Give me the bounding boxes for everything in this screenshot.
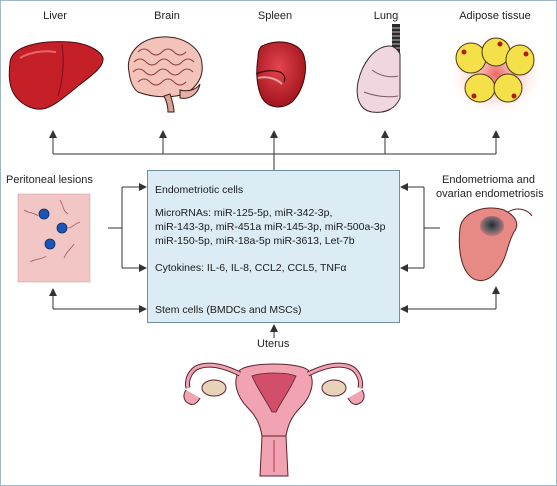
peritoneal-label: Peritoneal lesions <box>6 174 93 186</box>
top-arrows <box>49 130 500 170</box>
endometrioma-icon <box>458 207 533 281</box>
stem-cells-line: Stem cells (BMDCs and MSCs) <box>155 304 302 316</box>
micrornas-line-1: MicroRNAs: miR-125-5p, miR-342-3p, <box>155 207 333 219</box>
left-arrows <box>49 183 147 313</box>
micrornas-line-2: miR-143-3p, miR-451a miR-145-3p, miR-500… <box>155 221 386 233</box>
brain-label: Brain <box>154 10 180 22</box>
liver-icon <box>8 41 104 110</box>
endometrioma-label-line1: Endometrioma and <box>442 174 535 186</box>
brain-icon <box>127 36 203 113</box>
liver-label: Liver <box>43 10 67 22</box>
box-title: Endometriotic cells <box>155 184 244 196</box>
adipose-icon <box>446 30 546 118</box>
lung-icon <box>356 24 401 113</box>
uterus-icon <box>183 362 365 477</box>
cytokines-line: Cytokines: IL-6, IL-8, CCL2, CCL5, TNFα <box>155 262 347 274</box>
adipose-label: Adipose tissue <box>459 10 531 22</box>
uterus-label: Uterus <box>257 338 290 350</box>
spleen-label: Spleen <box>257 10 293 22</box>
right-arrows <box>400 183 500 313</box>
lung-label: Lung <box>373 10 399 22</box>
endometrioma-label-line2: ovarian endometriosis <box>436 188 544 200</box>
endometriotic-cells-box: Endometriotic cells MicroRNAs: miR-125-5… <box>147 170 400 323</box>
spleen-icon <box>255 41 306 108</box>
peritoneal-lesion-icon <box>17 193 91 283</box>
micrornas-line-3: miR-150-5p, miR-18a-5p miR-3613, Let-7b <box>155 235 355 247</box>
